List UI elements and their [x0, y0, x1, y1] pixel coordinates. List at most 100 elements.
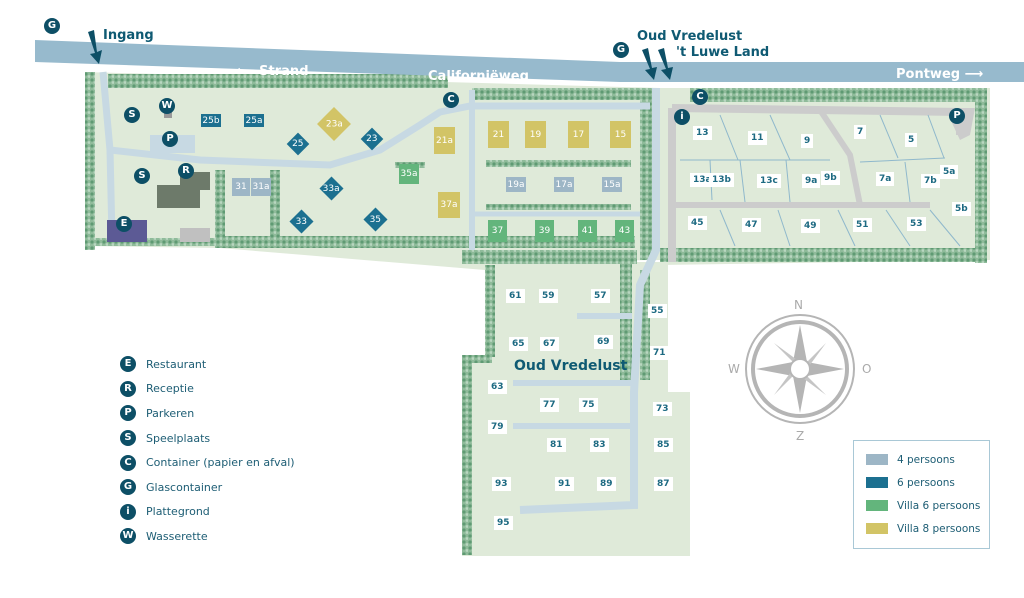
plot-49[interactable]: 49: [801, 219, 820, 233]
plot-79[interactable]: 79: [488, 420, 507, 434]
restaurant-pin[interactable]: E: [116, 216, 132, 232]
glascontainer-pin-icon: G: [120, 479, 136, 496]
plattegrond-pin[interactable]: i: [674, 109, 690, 125]
house-21a[interactable]: 21a: [434, 127, 455, 154]
parkeren-pin[interactable]: P: [162, 131, 178, 147]
hedge: [108, 74, 448, 88]
house-15[interactable]: 15: [610, 121, 631, 148]
plot-83[interactable]: 83: [590, 438, 609, 452]
plot-67[interactable]: 67: [540, 337, 559, 351]
house-19[interactable]: 19: [525, 121, 546, 148]
house-31[interactable]: 31: [232, 178, 250, 196]
plot-95[interactable]: 95: [494, 516, 513, 530]
swatch-6-persoons: [866, 477, 888, 488]
house-25b[interactable]: 25b: [201, 114, 221, 127]
plot-59[interactable]: 59: [539, 289, 558, 303]
plot-5[interactable]: 5: [905, 133, 918, 147]
plot-73[interactable]: 73: [653, 402, 672, 416]
plot-89[interactable]: 89: [597, 477, 616, 491]
plot-47[interactable]: 47: [742, 218, 761, 232]
plot-13b[interactable]: 13b: [709, 173, 734, 187]
plot-13[interactable]: 13: [693, 126, 712, 140]
arrow-luwe-land-icon: [658, 48, 673, 80]
plot-63[interactable]: 63: [488, 380, 507, 394]
hedge: [620, 262, 632, 384]
hedge: [215, 170, 225, 240]
container-pin[interactable]: C: [443, 92, 459, 108]
parkeren-pin[interactable]: P: [949, 108, 965, 124]
parkeren-pin-icon: P: [120, 405, 136, 422]
house-15a[interactable]: 15a: [602, 177, 622, 192]
wasserette-pin[interactable]: W: [159, 98, 175, 114]
plot-5b[interactable]: 5b: [952, 202, 971, 216]
house-31a[interactable]: 31a: [251, 178, 271, 196]
plot-7b[interactable]: 7b: [921, 174, 940, 188]
plot-85[interactable]: 85: [654, 438, 673, 452]
restaurant-pin-icon: E: [120, 356, 136, 373]
hedge: [215, 236, 635, 248]
plot-7[interactable]: 7: [854, 125, 867, 139]
plot-65[interactable]: 65: [509, 337, 528, 351]
container-pin[interactable]: C: [692, 89, 708, 105]
house-25a[interactable]: 25a: [244, 114, 264, 127]
glascontainer-pin[interactable]: G: [44, 18, 60, 34]
house-43[interactable]: 43: [615, 220, 634, 242]
plot-9a[interactable]: 9a: [802, 174, 821, 188]
plot-9b[interactable]: 9b: [821, 171, 840, 185]
hedge: [85, 72, 95, 250]
arrow-left-icon: ⟵: [236, 64, 260, 79]
speelplaats-pin[interactable]: S: [124, 107, 140, 123]
house-39[interactable]: 39: [535, 220, 554, 242]
plot-91[interactable]: 91: [555, 477, 574, 491]
plot-9[interactable]: 9: [801, 134, 814, 148]
entrance-arrows: [88, 30, 673, 80]
plot-7a[interactable]: 7a: [876, 172, 895, 186]
swatch-4-persoons: [866, 454, 888, 465]
hedge: [472, 88, 652, 100]
hedge: [640, 270, 650, 380]
receptie-pin[interactable]: R: [178, 163, 194, 179]
oud-vredelust-entrance-label: Oud Vredelust: [637, 29, 743, 44]
plot-61[interactable]: 61: [506, 289, 525, 303]
plot-75[interactable]: 75: [579, 398, 598, 412]
plot-81[interactable]: 81: [547, 438, 566, 452]
house-41[interactable]: 41: [578, 220, 597, 242]
glascontainer-pin[interactable]: G: [613, 42, 629, 58]
house-35a[interactable]: 35a: [399, 164, 419, 184]
plot-13a[interactable]: 13a: [690, 173, 715, 187]
arrow-ingang-icon: [88, 30, 102, 64]
plot-13c[interactable]: 13c: [757, 174, 781, 188]
plot-93[interactable]: 93: [492, 477, 511, 491]
reception-building: [157, 172, 210, 208]
pontweg-direction: Pontweg ⟶: [896, 67, 984, 82]
plot-45[interactable]: 45: [688, 216, 707, 230]
plot-69[interactable]: 69: [594, 335, 613, 349]
compass-south: Z: [796, 429, 805, 443]
plot-51[interactable]: 51: [853, 218, 872, 232]
hedge: [462, 250, 637, 264]
plot-87[interactable]: 87: [654, 477, 673, 491]
house-19a[interactable]: 19a: [506, 177, 526, 192]
arrow-right-icon: ⟶: [960, 67, 984, 82]
plot-5a[interactable]: 5a: [940, 165, 959, 179]
path: [513, 380, 635, 386]
house-37[interactable]: 37: [488, 220, 507, 242]
path: [513, 423, 633, 429]
plot-11[interactable]: 11: [748, 131, 767, 145]
house-21[interactable]: 21: [488, 121, 509, 148]
hedge: [462, 355, 492, 363]
plot-55[interactable]: 55: [648, 304, 667, 318]
speelplaats-pin[interactable]: S: [134, 168, 150, 184]
plot-53[interactable]: 53: [907, 217, 926, 231]
house-17a[interactable]: 17a: [554, 177, 574, 192]
house-37a[interactable]: 37a: [438, 192, 460, 218]
hedge: [462, 355, 472, 555]
plot-57[interactable]: 57: [591, 289, 610, 303]
compass-east: O: [862, 362, 872, 376]
plot-71[interactable]: 71: [650, 346, 669, 360]
house-17[interactable]: 17: [568, 121, 589, 148]
path: [519, 88, 660, 514]
plot-77[interactable]: 77: [540, 398, 559, 412]
